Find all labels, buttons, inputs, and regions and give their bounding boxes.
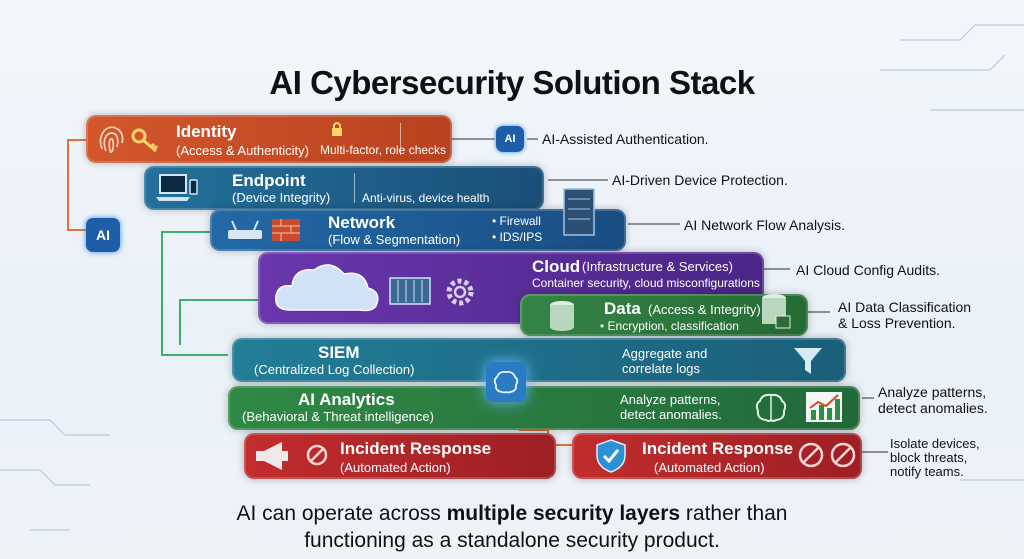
analytics-layer[interactable]: AI Analytics (Behavioral & Threat intell… <box>228 386 860 430</box>
bottom-part1: AI can operate across <box>236 502 447 525</box>
ai-chip-small: AI <box>496 126 524 152</box>
data-note: AI Data Classification & Loss Prevention… <box>838 299 971 331</box>
identity-note: AI-Assisted Authentication. <box>542 131 709 147</box>
analytics-name: AI Analytics <box>298 390 395 409</box>
funnel-icon <box>794 348 822 374</box>
analytics-note-line2: detect anomalies. <box>878 400 988 416</box>
central-processor-chip <box>486 362 526 402</box>
ai-chip-small-label: AI <box>504 133 516 145</box>
firewall-icon <box>272 219 300 241</box>
analytics-note: Analyze patterns, detect anomalies. <box>878 384 988 416</box>
analytics-sub: (Behavioral & Threat intelligence) <box>242 409 434 424</box>
processor-brain-icon <box>493 370 519 394</box>
laptop-icon <box>156 174 198 201</box>
ai-chip: AI <box>86 218 120 252</box>
network-layer[interactable]: Network (Flow & Segmentation) • Firewall… <box>210 188 626 251</box>
cloud-note: AI Cloud Config Audits. <box>796 262 940 278</box>
cloud-detail: Container security, cloud misconfigurati… <box>532 276 760 290</box>
identity-layer[interactable]: Identity (Access & Authenticity) Multi-f… <box>86 115 452 163</box>
siem-name: SIEM <box>318 343 360 362</box>
page-title: AI Cybersecurity Solution Stack <box>269 64 755 101</box>
network-sub: (Flow & Segmentation) <box>328 232 461 247</box>
lock-icon <box>332 122 342 136</box>
network-detail-idsips: • IDS/IPS <box>492 230 543 244</box>
cloud-icon <box>275 264 379 312</box>
bottom-bold: multiple security layers <box>446 502 681 525</box>
server-icon <box>563 188 595 236</box>
identity-sub: (Access & Authenticity) <box>176 143 309 158</box>
analytics-detail-1: Analyze patterns, <box>620 392 721 407</box>
data-layer[interactable]: Data (Access & Integrity) • Encryption, … <box>520 294 808 336</box>
siem-sub: (Centralized Log Collection) <box>254 362 415 377</box>
identity-separator <box>400 123 401 155</box>
analytics-detail-2: detect anomalies. <box>620 407 722 422</box>
data-note-line1: AI Data Classification <box>838 299 972 315</box>
identity-name: Identity <box>176 122 237 141</box>
block-icon-2 <box>830 442 856 468</box>
block-icon <box>306 444 328 466</box>
endpoint-sub: (Device Integrity) <box>232 190 331 205</box>
network-note: AI Network Flow Analysis. <box>684 217 846 233</box>
data-sub: (Access & Integrity) <box>648 302 761 317</box>
incident-note-line1: Isolate devices, <box>890 436 980 451</box>
incident-right-name: Incident Response <box>642 439 794 458</box>
data-note-line2: & Loss Prevention. <box>838 315 956 331</box>
shield-check-icon <box>596 439 626 473</box>
gear-icon <box>446 278 474 306</box>
chart-icon <box>806 392 842 422</box>
megaphone-icon <box>256 442 288 470</box>
incident-right-sub: (Automated Action) <box>654 460 765 475</box>
bottom-caption: AI can operate across multiple security … <box>0 500 1024 554</box>
incident-note: Isolate devices, block threats, notify t… <box>890 437 980 479</box>
network-name: Network <box>328 213 396 232</box>
database-lock-icon <box>762 294 791 329</box>
endpoint-separator <box>354 173 355 203</box>
key-icon <box>131 128 159 153</box>
database-icon <box>550 301 574 331</box>
bottom-caption-line2: functioning as a standalone security pro… <box>304 529 720 552</box>
data-detail: • Encryption, classification <box>600 319 739 333</box>
block-icon-1 <box>798 442 824 468</box>
data-name: Data <box>604 299 641 318</box>
analytics-note-line1: Analyze patterns, <box>878 384 987 400</box>
incident-left-sub: (Automated Action) <box>340 460 451 475</box>
network-detail-firewall: • Firewall <box>492 214 541 228</box>
fingerprint-icon <box>99 126 124 154</box>
incident-response-right[interactable]: Incident Response (Automated Action) <box>572 433 862 479</box>
router-icon <box>228 220 262 239</box>
siem-detail-1: Aggregate and <box>622 346 708 361</box>
brain-icon <box>755 393 787 422</box>
endpoint-detail: Anti-virus, device health <box>362 191 490 205</box>
endpoint-note: AI-Driven Device Protection. <box>612 172 788 188</box>
incident-response-left[interactable]: Incident Response (Automated Action) <box>244 433 556 479</box>
siem-layer[interactable]: SIEM (Centralized Log Collection) Aggreg… <box>232 338 846 382</box>
bottom-part2: rather than <box>680 502 788 525</box>
cloud-sub: (Infrastructure & Services) <box>582 259 733 274</box>
cloud-name: Cloud <box>532 257 581 276</box>
incident-left-name: Incident Response <box>340 439 492 458</box>
incident-note-line2: block threats, <box>890 450 968 465</box>
incident-note-line3: notify teams. <box>890 464 964 479</box>
container-icon <box>389 277 431 305</box>
siem-detail-2: correlate logs <box>622 361 701 376</box>
endpoint-layer[interactable]: Endpoint (Device Integrity) Anti-virus, … <box>144 166 544 210</box>
bottom-caption-line1: AI can operate across multiple security … <box>0 500 1024 527</box>
identity-detail: Multi-factor, role checks <box>320 143 447 157</box>
endpoint-name: Endpoint <box>232 171 306 190</box>
ai-chip-label: AI <box>96 227 110 243</box>
